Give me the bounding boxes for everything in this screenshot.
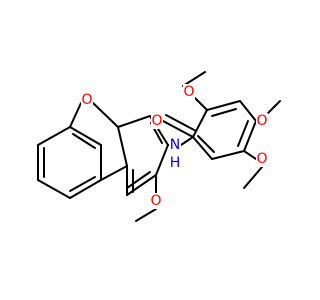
furan-bond [100,165,128,181]
methoxy-bond [267,100,281,114]
carbonyl-bond [162,120,194,138]
furan-bond [92,102,119,128]
right-ring-double [126,171,151,189]
furan-bond [69,102,82,128]
right-ring-bond [126,174,157,196]
carbonyl-double [165,114,197,132]
methoxy-bond [243,166,263,189]
methoxy-oxygen-left-label: O [150,193,161,209]
aryl-ring-double [197,135,215,153]
aryl-ring-double [211,108,237,117]
carbonyl-oxygen-label: O [151,113,162,129]
right-ring-bond [117,115,151,128]
left-ring-bond [37,126,71,146]
right-ring-bond [155,144,169,176]
left-ring-bond [69,126,102,146]
aryl-ring-bond [239,100,257,122]
aryl-ring-bond [206,100,241,111]
methoxy-bond [135,208,157,222]
left-ring-double [72,133,96,149]
methoxy-oxygen-ortho-label: O [183,84,194,100]
aryl-ring-double [237,120,249,147]
left-ring-bond [69,179,102,199]
aryl-ring-bond [192,136,213,160]
left-ring-bond [37,179,71,199]
aryl-ring-bond [192,109,208,138]
methoxy-bond [194,97,208,111]
aryl-ring-bond [243,120,257,152]
methoxy-bond [243,150,257,160]
methoxy-oxygen-para-label: O [256,113,267,129]
furan-oxygen-label: O [81,92,92,108]
methoxy-oxygen-meta-label: O [256,151,267,167]
left-ring-double [69,176,96,192]
amide-bond [180,136,194,146]
amide-nitrogen-label: N [170,137,180,153]
amide-hydrogen-label: H [170,155,181,171]
aryl-ring-bond [211,150,245,160]
molecule-diagram: O O N H O O O O [37,71,281,222]
atom-label-layer: O O N H O O O O [81,84,268,209]
furan-bond [117,126,128,167]
bond-layer [37,71,281,222]
methoxy-bond [182,71,206,87]
